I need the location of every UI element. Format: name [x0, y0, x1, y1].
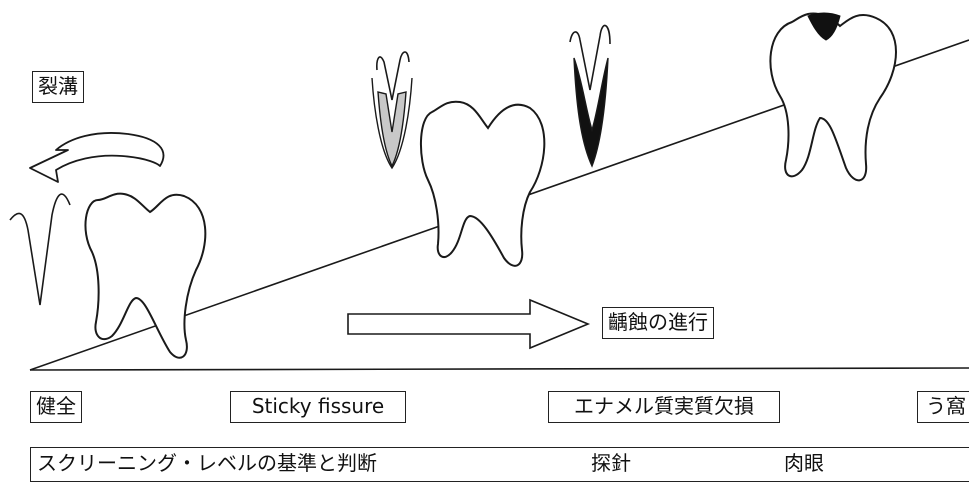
screening-title: スクリーニング・レベルの基準と判断 [37, 448, 377, 479]
right-arrow-icon [348, 300, 588, 348]
stage-healthy: 健全 [30, 391, 82, 423]
curved-arrow-icon [30, 133, 163, 182]
molar-tooth-icon [85, 194, 205, 358]
stage-label: エナメル質実質欠損 [574, 392, 754, 420]
screening-bar: スクリーニング・レベルの基準と判断 探針 肉眼 [30, 447, 969, 482]
stage-label: 健全 [36, 392, 76, 420]
fissure-label: 裂溝 [32, 71, 84, 103]
screening-probe: 探針 [591, 448, 631, 479]
stage-label: う窩 [926, 392, 966, 420]
screening-naked-eye: 肉眼 [784, 448, 824, 479]
sticky-fissure-icon [372, 52, 412, 168]
stage-cavity: う窩 [917, 391, 969, 423]
enamel-defect-fissure-icon [570, 26, 610, 166]
molar-tooth-icon [770, 13, 896, 180]
caries-progress-label: 齲蝕の進行 [602, 307, 714, 339]
stage-enamel-defect: エナメル質実質欠損 [548, 391, 780, 423]
baseline [30, 368, 969, 370]
stage-sticky-fissure: Sticky fissure [230, 391, 406, 423]
healthy-fissure-icon [10, 194, 70, 305]
molar-tooth-icon [421, 102, 544, 266]
stage-label: Sticky fissure [252, 392, 384, 420]
